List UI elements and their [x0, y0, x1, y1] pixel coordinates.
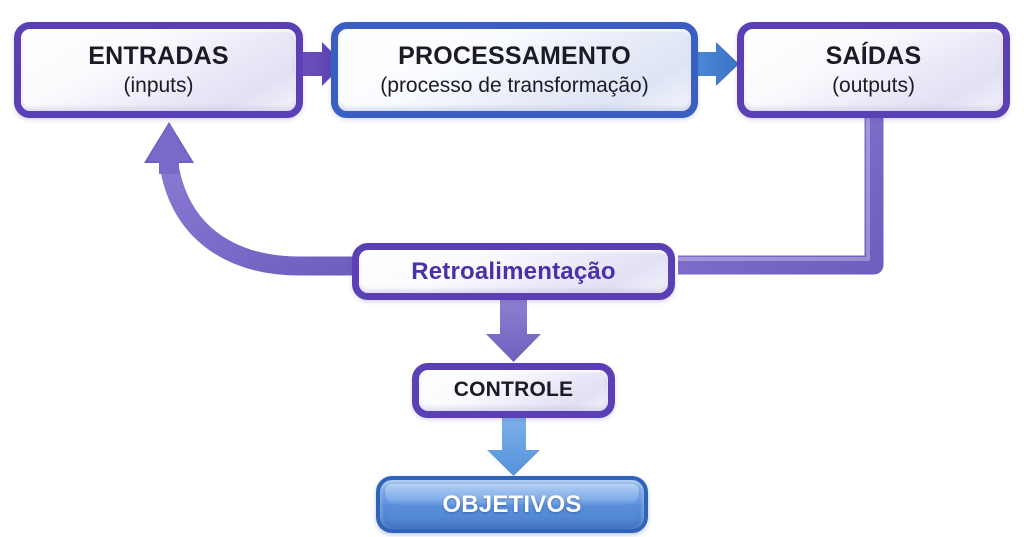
- node-processamento-title: PROCESSAMENTO: [398, 41, 631, 70]
- node-entradas[interactable]: ENTRADAS (inputs): [14, 22, 303, 118]
- connector-processamento-to-saidas: [695, 42, 739, 86]
- node-saidas[interactable]: SAÍDAS (outputs): [737, 22, 1010, 118]
- connector-saidas-to-retroalimentacao: [672, 112, 884, 275]
- connector-retroalimentacao-to-entradas: [144, 122, 355, 276]
- connector-controle-to-objetivos: [487, 416, 540, 476]
- node-entradas-title: ENTRADAS: [88, 41, 229, 70]
- node-processamento[interactable]: PROCESSAMENTO (processo de transformação…: [331, 22, 698, 118]
- node-saidas-title: SAÍDAS: [825, 41, 922, 70]
- node-saidas-subtitle: (outputs): [832, 73, 915, 97]
- node-entradas-subtitle: (inputs): [123, 73, 194, 97]
- node-objetivos-title: OBJETIVOS: [442, 490, 582, 518]
- node-controle[interactable]: CONTROLE: [412, 363, 615, 418]
- node-controle-title: CONTROLE: [453, 378, 574, 402]
- node-processamento-subtitle: (processo de transformação): [380, 73, 649, 97]
- node-retroalimentacao-title: Retroalimentação: [411, 257, 616, 285]
- connector-retroalimentacao-to-controle: [486, 298, 541, 362]
- node-objetivos[interactable]: OBJETIVOS: [376, 476, 648, 533]
- node-retroalimentacao[interactable]: Retroalimentação: [352, 243, 675, 300]
